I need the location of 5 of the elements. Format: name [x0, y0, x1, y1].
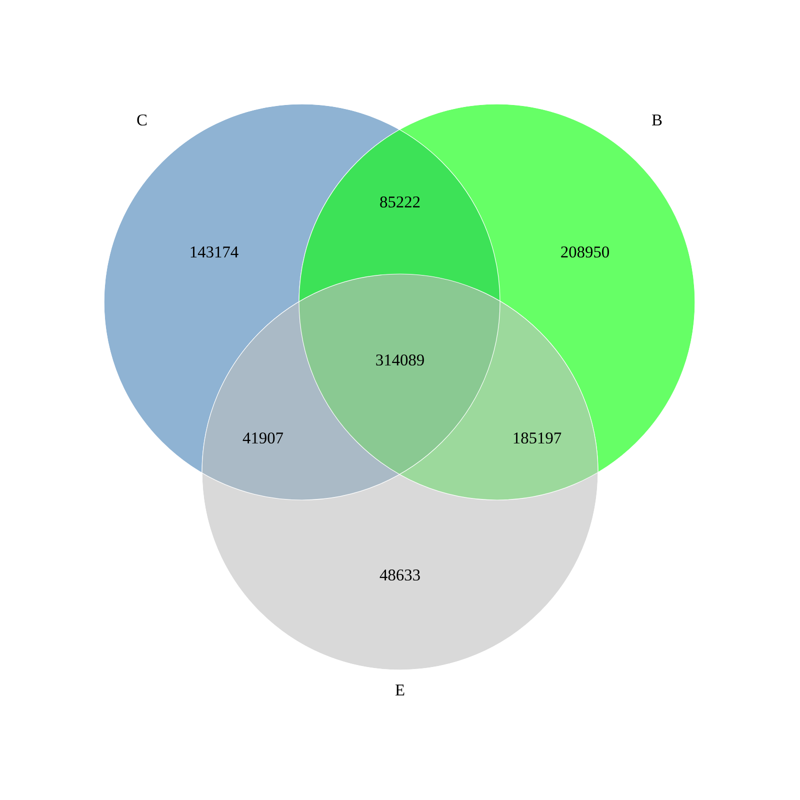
node-label: E: [395, 684, 404, 696]
region-count: 314089: [376, 354, 424, 366]
region-count: 185197: [514, 432, 562, 444]
region-count: 41907: [242, 432, 284, 444]
region-count: 85222: [380, 196, 420, 208]
